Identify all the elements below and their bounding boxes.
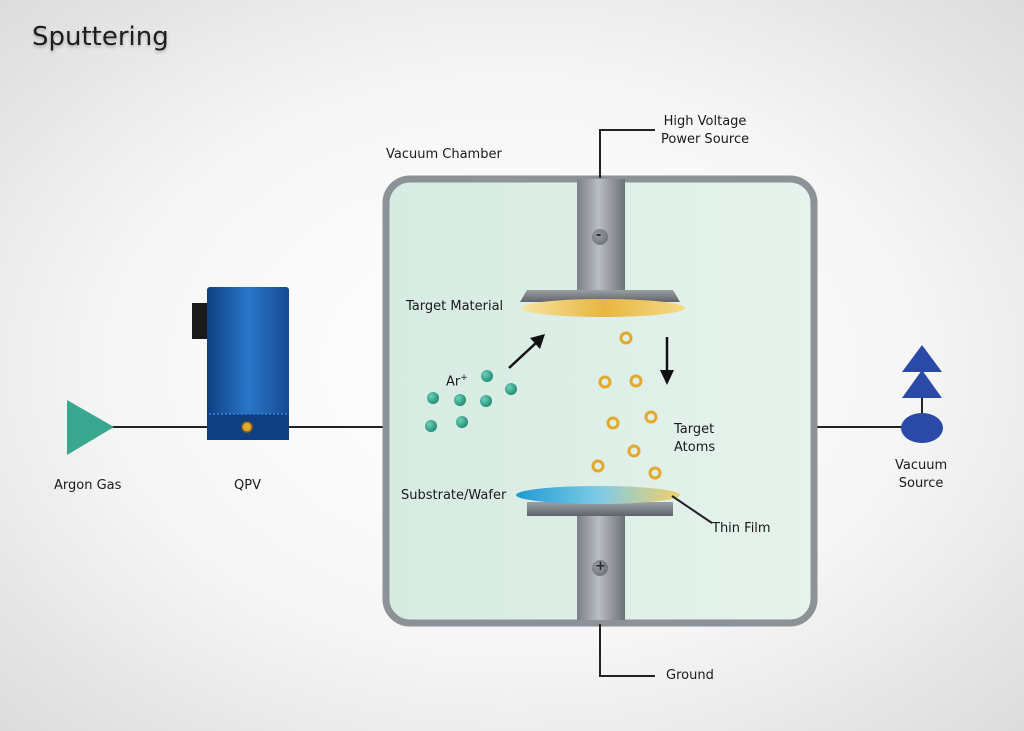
minus-sign-label: - xyxy=(596,228,602,243)
vacuum-source-label: Vacuum Source xyxy=(895,457,947,493)
substrate-wafer-label: Substrate/Wafer xyxy=(401,488,507,503)
target-atoms-label: Target Atoms xyxy=(674,421,715,457)
high-voltage-label-line1: High Voltage xyxy=(663,114,747,129)
positive-terminal-icon xyxy=(592,560,608,576)
argon-gas-label: Argon Gas xyxy=(54,478,122,493)
diagram-title: Sputtering xyxy=(32,22,169,52)
argon-ion-charge: + xyxy=(460,373,468,383)
high-voltage-power-source-label: High Voltage Power Source xyxy=(661,113,749,149)
vacuum-source-icon xyxy=(901,345,943,443)
target-atoms xyxy=(591,331,662,480)
ion-direction-arrow-icon xyxy=(508,334,545,369)
target-material-label: Target Material xyxy=(406,299,504,314)
argon-ions xyxy=(425,370,517,432)
argon-ion-label: Ar+ xyxy=(446,369,468,391)
target-atoms-label-line1: Target xyxy=(674,422,715,437)
vacuum-source-label-line2: Source xyxy=(898,476,944,491)
vacuum-source-label-line1: Vacuum xyxy=(895,458,948,473)
substrate-wafer-disc xyxy=(516,486,680,504)
qpv-valve-icon xyxy=(192,287,289,440)
target-material-disc xyxy=(521,299,685,317)
thin-film-pointer xyxy=(671,495,713,524)
vacuum-chamber-label: Vacuum Chamber xyxy=(386,147,502,162)
ground-label: Ground xyxy=(666,668,714,683)
substrate-holder xyxy=(527,502,673,516)
atom-direction-arrow-icon xyxy=(660,337,674,385)
qpv-label: QPV xyxy=(234,478,261,493)
ground-lead xyxy=(599,624,655,677)
argon-gas-icon xyxy=(67,400,114,455)
cathode-plate xyxy=(520,290,680,302)
thin-film-label: Thin Film xyxy=(712,521,771,536)
high-voltage-lead xyxy=(599,129,655,178)
negative-terminal-icon xyxy=(592,229,608,245)
target-atoms-label-line2: Atoms xyxy=(674,440,716,455)
high-voltage-label-line2: Power Source xyxy=(661,132,750,147)
plus-sign-label: + xyxy=(595,559,606,574)
argon-ion-symbol: Ar xyxy=(446,374,461,390)
